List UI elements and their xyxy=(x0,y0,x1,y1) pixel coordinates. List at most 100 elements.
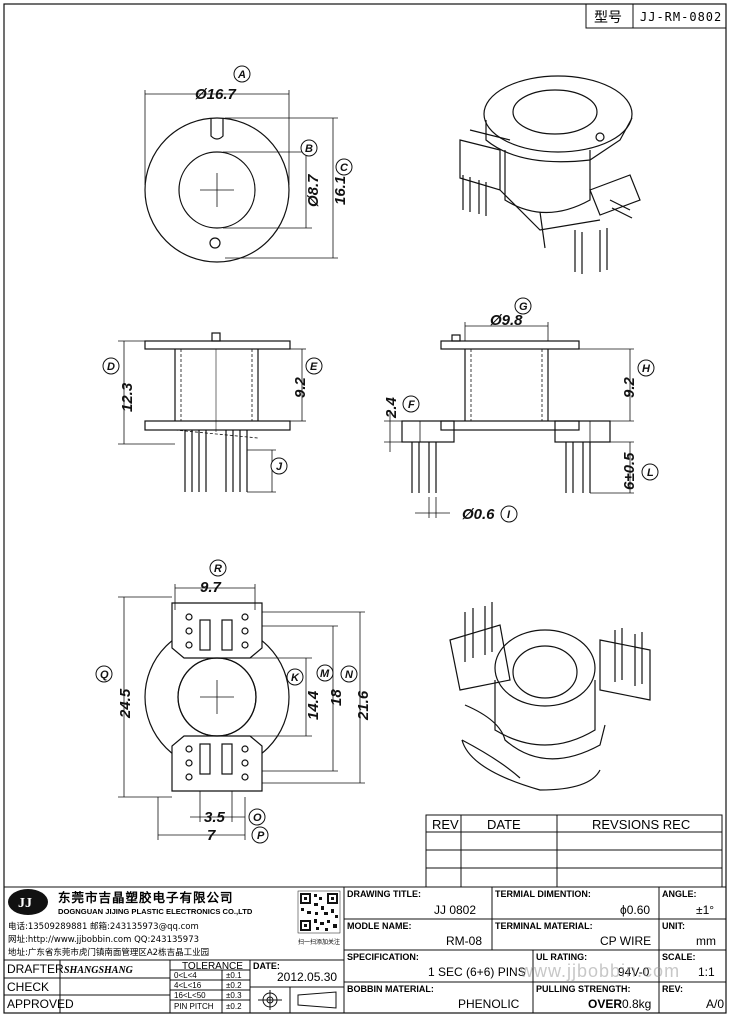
callout-j: J xyxy=(276,461,283,473)
callout-i: I xyxy=(507,509,511,521)
bottom-view xyxy=(144,602,290,792)
check-label: CHECK xyxy=(7,980,49,994)
dim-o xyxy=(190,791,245,822)
dim-i-value: Ø0.6 xyxy=(462,506,495,523)
callout-n: N xyxy=(345,669,354,681)
dim-p xyxy=(157,797,246,840)
terminal-material-label: TERMINAL MATERIAL: xyxy=(495,921,593,931)
scale-value: 1:1 xyxy=(698,965,715,979)
tolerance-range-1: 0<L<4 xyxy=(174,971,197,980)
specification-label: SPECIFICATION: xyxy=(347,952,419,962)
tolerance-value-4: ±0.2 xyxy=(226,1002,242,1011)
callout-q-circle xyxy=(95,665,113,683)
callout-q: Q xyxy=(100,669,109,681)
dim-q xyxy=(118,596,172,798)
dim-h-value: 9.2 xyxy=(621,376,638,398)
dim-b xyxy=(223,151,312,229)
dim-f xyxy=(384,410,402,452)
model-header-box: 型号 JJ-RM-0802 xyxy=(585,3,727,29)
callout-o: O xyxy=(253,812,262,824)
rev-header-rev: REV xyxy=(432,817,459,832)
iso-view-bottom xyxy=(449,602,651,791)
dim-m xyxy=(262,625,338,772)
date-label: DATE: xyxy=(253,961,280,971)
model-value: JJ-RM-0802 xyxy=(640,10,722,24)
tolerance-value-1: ±0.1 xyxy=(226,971,242,980)
tolerance-range-4: PIN PITCH xyxy=(174,1002,214,1011)
dim-d-value: 12.3 xyxy=(119,382,136,412)
dim-p-value: 7 xyxy=(207,827,216,844)
callout-k-circle xyxy=(286,668,304,686)
top-view xyxy=(144,117,290,263)
callout-f: F xyxy=(408,399,415,411)
pulling-strength-prefix: OVER xyxy=(588,997,622,1011)
qr-code xyxy=(297,890,341,934)
pulling-strength-value: 0.8kg xyxy=(622,997,651,1011)
dim-m-value: 18 xyxy=(328,689,345,706)
dim-q-value: 24.5 xyxy=(117,688,134,719)
dim-j xyxy=(247,449,276,493)
callout-l-circle xyxy=(641,463,659,481)
title-block-grid xyxy=(4,886,726,1013)
company-phone: 电话:13509289881 邮箱:243135973@qq.com xyxy=(8,921,199,932)
watermark-text: www.jjbobbin.com xyxy=(519,961,680,981)
specification-value: 1 SEC (6+6) PINS xyxy=(428,965,526,979)
callout-p-circle xyxy=(251,826,269,844)
dim-r xyxy=(174,584,256,610)
angle-value: ±1° xyxy=(696,903,714,917)
dim-g-value: Ø9.8 xyxy=(490,312,523,329)
angle-label: ANGLE: xyxy=(662,889,697,899)
scale-label: SCALE: xyxy=(662,952,696,962)
rev-value: A/0 xyxy=(706,997,724,1011)
dim-e xyxy=(290,348,306,422)
ul-rating-label: UL RATING: xyxy=(536,952,587,962)
callout-d-circle xyxy=(102,357,120,375)
dim-r-value: 9.7 xyxy=(200,579,222,596)
dim-d xyxy=(118,340,175,445)
callout-b: B xyxy=(305,143,313,155)
company-web: 网址:http://www.jjbobbin.com QQ:243135973 xyxy=(8,934,199,945)
tolerance-label: TOLERANCE xyxy=(182,961,243,972)
callout-m-circle xyxy=(316,664,334,682)
callout-k: K xyxy=(291,672,300,684)
rev-header-recs: REVSIONS REC xyxy=(592,817,690,832)
module-name-value: RM-08 xyxy=(446,934,482,948)
dim-l-value: 6±0.5 xyxy=(621,452,638,490)
iso-view-top xyxy=(459,75,641,274)
dim-k-value: 14.4 xyxy=(305,690,322,720)
tolerance-range-3: 16<L<50 xyxy=(174,991,206,1000)
module-name-label: MODLE NAME: xyxy=(347,921,412,931)
callout-e: E xyxy=(310,361,318,373)
terminal-material-value: CP WIRE xyxy=(600,934,651,948)
drawing-border xyxy=(3,3,727,1014)
callout-c-circle xyxy=(335,158,353,176)
bobbin-material-value: PHENOLIC xyxy=(458,997,520,1011)
company-logo: JJ xyxy=(8,889,48,915)
callout-d: D xyxy=(107,361,115,373)
rev-label: REV: xyxy=(662,984,683,994)
tolerance-value-2: ±0.2 xyxy=(226,981,242,990)
tolerance-value-3: ±0.3 xyxy=(226,991,242,1000)
dim-o-value: 3.5 xyxy=(204,809,226,826)
date-value: 2012.05.30 xyxy=(277,970,337,984)
side-view xyxy=(401,334,611,493)
approved-label: APPROVED xyxy=(7,997,74,1011)
drafter-value: SHANGSHANG xyxy=(64,965,134,976)
front-view xyxy=(144,332,291,492)
dim-n xyxy=(262,611,365,784)
callout-i-circle xyxy=(500,505,518,523)
callout-a-circle xyxy=(233,65,251,83)
drawing-title-label: DRAWING TITLE: xyxy=(347,889,421,899)
dim-a-value: Ø16.7 xyxy=(195,86,237,103)
dim-f-value: 2.4 xyxy=(383,396,400,419)
callout-g-circle xyxy=(514,297,532,315)
callout-n-circle xyxy=(340,665,358,683)
tolerance-range-2: 4<L<16 xyxy=(174,981,202,990)
callout-r-circle xyxy=(209,559,227,577)
callout-o-circle xyxy=(248,808,266,826)
unit-label: UNIT: xyxy=(662,921,685,931)
dim-c xyxy=(225,117,338,259)
drawing-title-value: JJ 0802 xyxy=(434,903,476,917)
callout-f-circle xyxy=(402,395,420,413)
